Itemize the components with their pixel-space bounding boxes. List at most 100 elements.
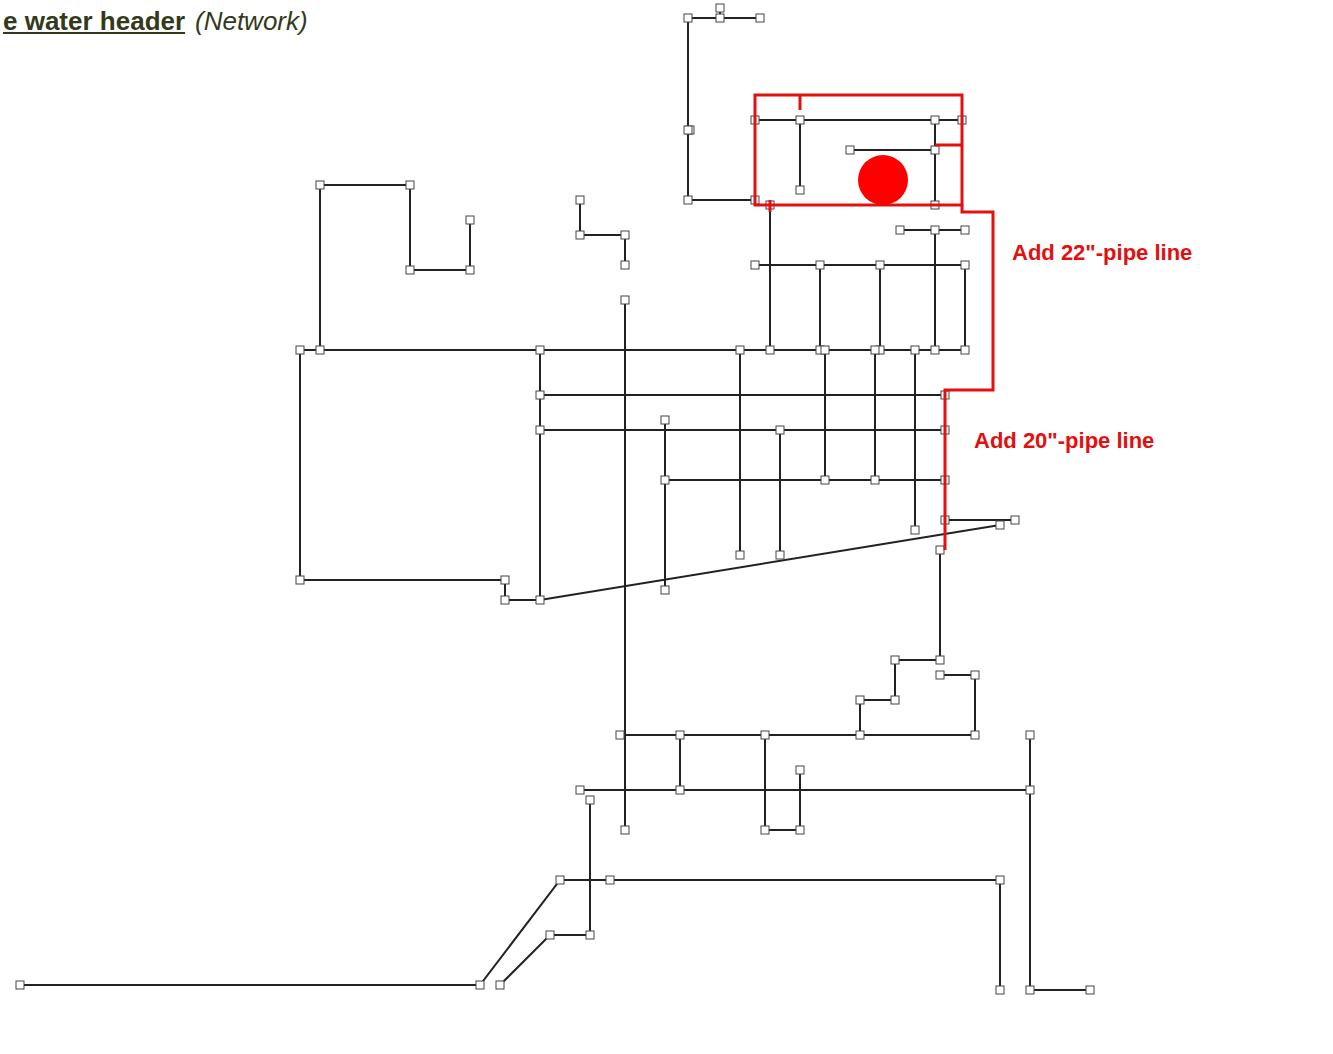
- junction-box: [891, 696, 899, 704]
- junction-box: [856, 696, 864, 704]
- junction-box: [466, 216, 474, 224]
- junction-box: [621, 296, 629, 304]
- junction-box: [606, 876, 614, 884]
- pipe: [860, 550, 940, 735]
- pipe: [879, 265, 881, 350]
- new-pipe-line: [945, 205, 993, 550]
- junction-box: [761, 826, 769, 834]
- junction-box: [536, 391, 544, 399]
- junction-box: [971, 671, 979, 679]
- pipe: [1030, 735, 1090, 990]
- junction-box: [931, 226, 939, 234]
- junction-box: [661, 476, 669, 484]
- junction-box: [536, 346, 544, 354]
- junction-box: [661, 586, 669, 594]
- red-pipe: [799, 95, 802, 110]
- pipe: [665, 479, 945, 481]
- pipe: [850, 149, 935, 151]
- pipe: [799, 120, 801, 190]
- junction-box: [776, 551, 784, 559]
- junction-box: [501, 596, 509, 604]
- junction-box: [716, 14, 724, 22]
- junction-box: [911, 346, 919, 354]
- junction-box: [936, 671, 944, 679]
- pipe: [580, 200, 625, 265]
- junction-box: [621, 231, 629, 239]
- diagram-title: e water header: [3, 6, 185, 37]
- junction-box: [661, 416, 669, 424]
- junction-box: [736, 551, 744, 559]
- junction-box: [821, 346, 829, 354]
- junction-box: [316, 181, 324, 189]
- pipe: [914, 350, 916, 530]
- pipe: [320, 185, 470, 270]
- pipe: [540, 394, 945, 396]
- subtitle: (Network): [195, 6, 308, 37]
- junction-box: [931, 346, 939, 354]
- junction-box: [1011, 516, 1019, 524]
- red-pipe: [769, 200, 772, 212]
- pipe: [779, 430, 781, 555]
- junction-box: [546, 931, 554, 939]
- junction-box: [996, 521, 1004, 529]
- highlighted-pipes: [755, 95, 993, 550]
- red-pipe: [935, 144, 962, 147]
- pipe: [769, 205, 771, 350]
- annotation-label: Add 20"-pipe line: [972, 428, 1156, 454]
- junction-box: [936, 546, 944, 554]
- junction-box: [501, 576, 509, 584]
- location-marker: [858, 155, 908, 205]
- junction-box: [911, 526, 919, 534]
- pipe: [799, 770, 801, 830]
- junction-box: [466, 266, 474, 274]
- pipe: [300, 350, 540, 600]
- junction-box: [996, 876, 1004, 884]
- pipe: [934, 120, 936, 205]
- pipe: [610, 880, 1000, 990]
- junction-box: [296, 346, 304, 354]
- junction-box: [891, 656, 899, 664]
- junction-box: [676, 786, 684, 794]
- junction-box: [676, 731, 684, 739]
- junction-box: [961, 226, 969, 234]
- pipe: [20, 880, 610, 985]
- junction-box: [796, 116, 804, 124]
- junction-box: [931, 116, 939, 124]
- pipe: [974, 675, 976, 735]
- pipe: [934, 230, 936, 350]
- pipe: [540, 525, 1000, 600]
- pipe: [739, 350, 741, 555]
- junction-box: [961, 346, 969, 354]
- junction-box: [971, 731, 979, 739]
- junction-box: [316, 346, 324, 354]
- pipe: [688, 18, 755, 200]
- pipe: [964, 265, 966, 350]
- junction-box: [796, 766, 804, 774]
- junction-box: [761, 731, 769, 739]
- junction-box: [684, 196, 692, 204]
- junction-box: [756, 14, 764, 22]
- junction-box: [616, 731, 624, 739]
- junction-box: [796, 826, 804, 834]
- junction-box: [816, 261, 824, 269]
- junction-box: [476, 981, 484, 989]
- junction-box: [1026, 986, 1034, 994]
- junction-box: [576, 231, 584, 239]
- junction-box: [586, 931, 594, 939]
- junction-box: [1086, 986, 1094, 994]
- junction-box: [936, 656, 944, 664]
- pipe-lines: [20, 8, 1090, 990]
- junction-box: [736, 346, 744, 354]
- pipe: [500, 935, 590, 985]
- header-area-outline: [755, 95, 962, 205]
- pipe: [755, 264, 965, 266]
- pipe: [819, 265, 821, 350]
- pipe: [874, 350, 876, 480]
- pipe: [664, 420, 666, 590]
- junction-box: [776, 426, 784, 434]
- junction-box: [576, 786, 584, 794]
- junction-box: [576, 196, 584, 204]
- junction-box: [496, 981, 504, 989]
- junction-box: [684, 126, 692, 134]
